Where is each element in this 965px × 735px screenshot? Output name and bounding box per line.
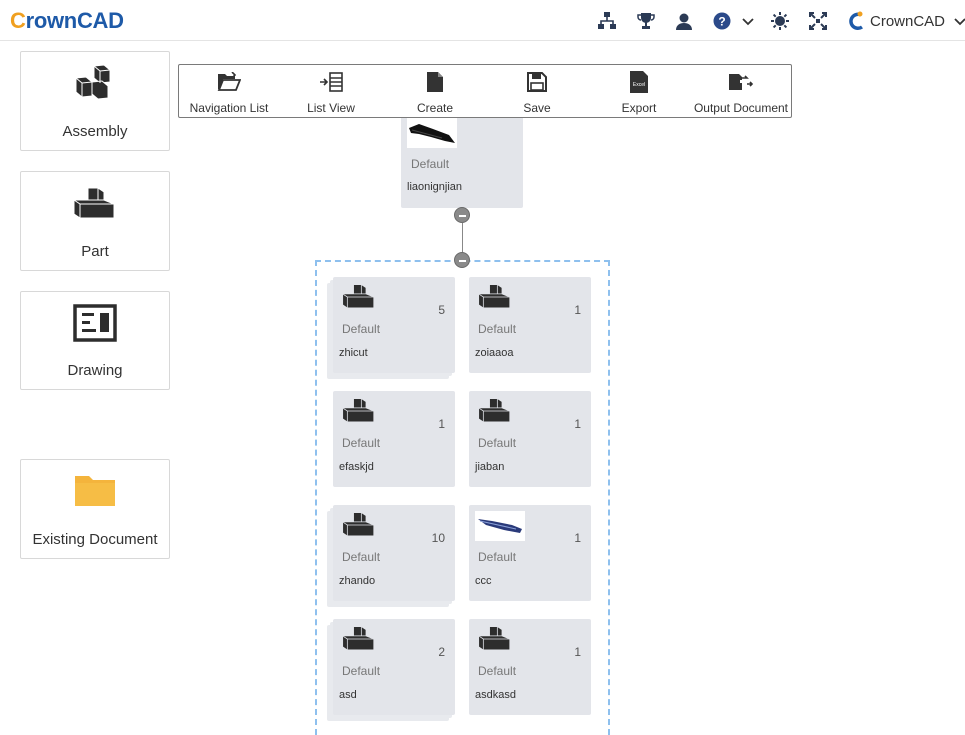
user-name: CrownCAD: [870, 12, 946, 30]
toolbar-label: Save: [523, 101, 551, 115]
config-label: Default: [342, 322, 381, 336]
config-label: Default: [342, 436, 381, 450]
instance-count: 1: [574, 531, 581, 545]
excel-text: Excel: [633, 82, 645, 88]
toolbar-label: Create: [416, 101, 454, 115]
sidebar-item-label: Drawing: [67, 362, 123, 379]
document-name: efaskjd: [339, 461, 374, 473]
document-name: liaonignjian: [407, 181, 463, 193]
instance-count: 1: [574, 645, 581, 659]
export-button[interactable]: Excel Export: [611, 65, 667, 117]
config-label: Default: [478, 436, 517, 450]
config-label: Default: [411, 157, 450, 171]
toolbar-label: Output Document: [693, 101, 789, 115]
logo-text: rownCAD: [25, 8, 124, 33]
new-part-card[interactable]: Part: [20, 171, 170, 271]
document-toolbar: Navigation List List View Create Save Ex…: [178, 64, 792, 118]
existing-document-card[interactable]: Existing Document: [20, 459, 170, 559]
folder-icon: [74, 472, 116, 513]
help-icon[interactable]: ?: [711, 10, 733, 32]
sidebar-item-label: Existing Document: [32, 531, 158, 548]
document-name: zhicut: [339, 347, 368, 359]
toolbar-label: Navigation List: [189, 101, 269, 115]
output-document-icon: [728, 70, 754, 94]
toolbar-label: List View: [307, 101, 355, 115]
document-name: asd: [339, 689, 357, 701]
new-drawing-card[interactable]: Drawing: [20, 291, 170, 390]
org-chart-icon[interactable]: [596, 10, 618, 32]
new-file-icon: [426, 70, 444, 94]
user-menu[interactable]: CrownCAD: [848, 10, 965, 32]
new-assembly-card[interactable]: Assembly: [20, 51, 170, 151]
instance-count: 1: [438, 417, 445, 431]
logo-initial: C: [10, 8, 26, 33]
part-icon: [475, 397, 515, 430]
user-icon[interactable]: [673, 10, 695, 32]
part-icon: [475, 283, 515, 316]
model-thumbnail: [407, 118, 457, 153]
part-icon: [72, 186, 118, 227]
save-button[interactable]: Save: [509, 65, 565, 117]
excel-export-icon: Excel: [629, 70, 649, 94]
open-folder-icon: [217, 70, 241, 94]
document-name: jiaban: [475, 461, 505, 473]
assembly-icon: [72, 64, 118, 109]
document-name: zhando: [339, 575, 376, 587]
collapse-root-button[interactable]: [454, 207, 470, 223]
config-label: Default: [478, 664, 517, 678]
chevron-down-icon[interactable]: [737, 10, 759, 32]
sidebar-item-label: Assembly: [62, 123, 128, 140]
collapse-children-button[interactable]: [454, 252, 470, 268]
document-name: zoiaaoa: [475, 347, 514, 359]
instance-count: 5: [438, 303, 445, 317]
chevron-down-icon: [953, 14, 965, 28]
sidebar-item-label: Part: [81, 243, 109, 260]
instance-count: 1: [574, 303, 581, 317]
part-icon: [339, 625, 379, 658]
model-thumbnail: [475, 511, 525, 546]
theme-icon[interactable]: [769, 10, 791, 32]
list-view-icon: [319, 70, 343, 94]
create-button[interactable]: Create: [407, 65, 463, 117]
output-document-button[interactable]: Output Document: [693, 65, 789, 117]
drawing-icon: [73, 304, 117, 347]
trophy-icon[interactable]: [635, 10, 657, 32]
root-assembly-card[interactable]: Default liaonignjian: [401, 112, 523, 208]
instance-count: 2: [438, 645, 445, 659]
config-label: Default: [342, 550, 381, 564]
part-icon: [339, 511, 379, 544]
document-name: asdkasd: [475, 689, 516, 701]
svg-text:?: ?: [718, 15, 725, 29]
list-view-button[interactable]: List View: [295, 65, 367, 117]
navigation-list-button[interactable]: Navigation List: [187, 65, 271, 117]
part-icon: [475, 625, 515, 658]
top-bar: CrownCAD ? CrownCAD: [0, 0, 965, 41]
document-name: ccc: [475, 575, 492, 587]
part-icon: [339, 397, 379, 430]
instance-count: 1: [574, 417, 581, 431]
part-icon: [339, 283, 379, 316]
toolbar-label: Export: [621, 101, 657, 115]
config-label: Default: [342, 664, 381, 678]
config-label: Default: [478, 550, 517, 564]
fullscreen-icon[interactable]: [807, 10, 829, 32]
save-icon: [526, 70, 548, 94]
tree-connector: [462, 223, 463, 253]
config-label: Default: [478, 322, 517, 336]
crown-logo-icon: [848, 11, 864, 31]
crowncad-logo[interactable]: CrownCAD: [10, 8, 124, 34]
instance-count: 10: [431, 531, 445, 545]
